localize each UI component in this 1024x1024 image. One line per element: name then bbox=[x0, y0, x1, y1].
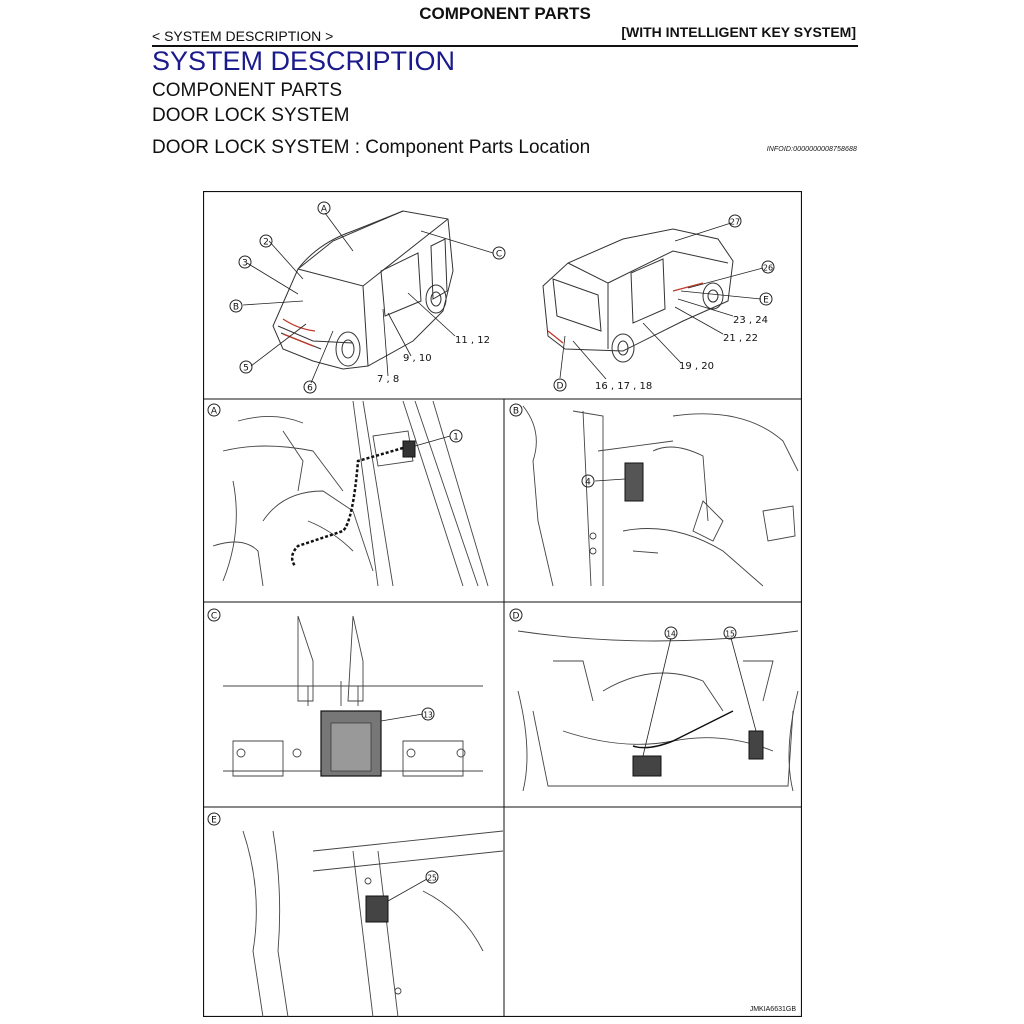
subsection-door-lock-system: DOOR LOCK SYSTEM bbox=[152, 105, 350, 126]
rear-callout-D: D bbox=[553, 378, 567, 392]
front-callout-B: B bbox=[229, 299, 243, 313]
svg-text:E: E bbox=[763, 296, 769, 306]
rear-van-illustration bbox=[542, 228, 734, 363]
front-callout-3: 3 bbox=[238, 255, 252, 269]
front-callout-C: C bbox=[492, 246, 506, 260]
svg-text:14: 14 bbox=[666, 630, 676, 639]
svg-text:1: 1 bbox=[453, 433, 459, 443]
panel-A-harness bbox=[290, 446, 404, 567]
panel-E-callout-25: 25 bbox=[425, 870, 439, 884]
svg-text:2: 2 bbox=[263, 238, 269, 248]
panel-E-illustration bbox=[242, 830, 504, 1017]
rear-callout-E: E bbox=[759, 292, 773, 306]
panel-C-illustration bbox=[223, 615, 483, 777]
panel-label-B: B bbox=[509, 403, 523, 417]
panel-D-component-14 bbox=[632, 755, 662, 777]
svg-text:15: 15 bbox=[725, 630, 735, 639]
rear-callout-19-20: 19 , 20 bbox=[679, 361, 714, 372]
panel-E-component-25 bbox=[365, 895, 389, 923]
section-title: SYSTEM DESCRIPTION bbox=[152, 46, 456, 76]
component-location-figure: A 2 3 B 5 6 7 , 8 9 , 10 11 , 12 C bbox=[203, 191, 802, 1017]
front-callout-11-12: 11 , 12 bbox=[455, 335, 490, 346]
rear-leader-lines bbox=[559, 222, 764, 380]
svg-text:D: D bbox=[557, 382, 564, 392]
figure-id: JMKIA6631GB bbox=[749, 1006, 796, 1013]
rear-callout-21-22: 21 , 22 bbox=[723, 333, 758, 344]
panel-D-callout-15: 15 bbox=[723, 626, 737, 640]
panel-label-E: E bbox=[207, 812, 221, 826]
breadcrumb[interactable]: < SYSTEM DESCRIPTION > bbox=[152, 28, 334, 44]
panel-A-callout-1: 1 bbox=[449, 429, 463, 443]
front-callout-7-8: 7 , 8 bbox=[377, 374, 399, 385]
panel-D-harness bbox=[632, 710, 734, 749]
svg-text:C: C bbox=[211, 612, 217, 622]
panel-label-D: D bbox=[509, 608, 523, 622]
subsection-component-parts: COMPONENT PARTS bbox=[152, 80, 343, 101]
svg-text:6: 6 bbox=[307, 384, 313, 394]
panel-A-connector bbox=[402, 440, 416, 458]
page-header-title: COMPONENT PARTS bbox=[419, 4, 591, 23]
header-subtitle: [WITH INTELLIGENT KEY SYSTEM] bbox=[621, 24, 856, 40]
panel-D-component-15 bbox=[748, 730, 764, 760]
front-callout-9-10: 9 , 10 bbox=[403, 353, 432, 364]
panel-B-callout-4: 4 bbox=[581, 474, 595, 488]
panel-C-callout-13: 13 bbox=[421, 707, 435, 721]
svg-text:B: B bbox=[233, 303, 239, 313]
front-callout-A: A bbox=[317, 201, 331, 215]
rear-callout-16-17-18: 16 , 17 , 18 bbox=[595, 381, 652, 392]
svg-text:B: B bbox=[513, 407, 519, 417]
svg-text:5: 5 bbox=[243, 364, 249, 374]
rear-callout-26: 26 bbox=[761, 260, 775, 274]
front-callout-6: 6 bbox=[303, 380, 317, 394]
svg-text:E: E bbox=[211, 816, 217, 826]
svg-text:26: 26 bbox=[763, 264, 773, 273]
svg-text:A: A bbox=[321, 205, 328, 215]
svg-text:13: 13 bbox=[423, 711, 433, 720]
subsection-component-parts-location: DOOR LOCK SYSTEM : Component Parts Locat… bbox=[152, 137, 591, 158]
panel-B-illustration bbox=[522, 405, 799, 587]
info-id: INFOID:0000000008758688 bbox=[766, 146, 857, 153]
header-rule bbox=[152, 45, 858, 47]
svg-text:25: 25 bbox=[427, 874, 437, 883]
svg-text:3: 3 bbox=[242, 259, 248, 269]
panel-A-illustration bbox=[212, 400, 489, 587]
panel-B-component-4 bbox=[624, 462, 644, 502]
svg-text:D: D bbox=[513, 612, 520, 622]
front-van-illustration bbox=[272, 210, 454, 370]
front-leader-lines bbox=[242, 212, 494, 384]
svg-text:27: 27 bbox=[730, 218, 740, 227]
rear-callout-27: 27 bbox=[728, 214, 742, 228]
panel-D-callout-14: 14 bbox=[664, 626, 678, 640]
panel-label-A: A bbox=[207, 403, 221, 417]
rear-callout-23-24: 23 , 24 bbox=[733, 315, 768, 326]
panel-label-C: C bbox=[207, 608, 221, 622]
svg-text:C: C bbox=[496, 250, 502, 260]
front-callout-5: 5 bbox=[239, 360, 253, 374]
svg-text:A: A bbox=[211, 407, 218, 417]
front-callout-2: 2 bbox=[259, 234, 273, 248]
svg-text:4: 4 bbox=[585, 478, 591, 488]
